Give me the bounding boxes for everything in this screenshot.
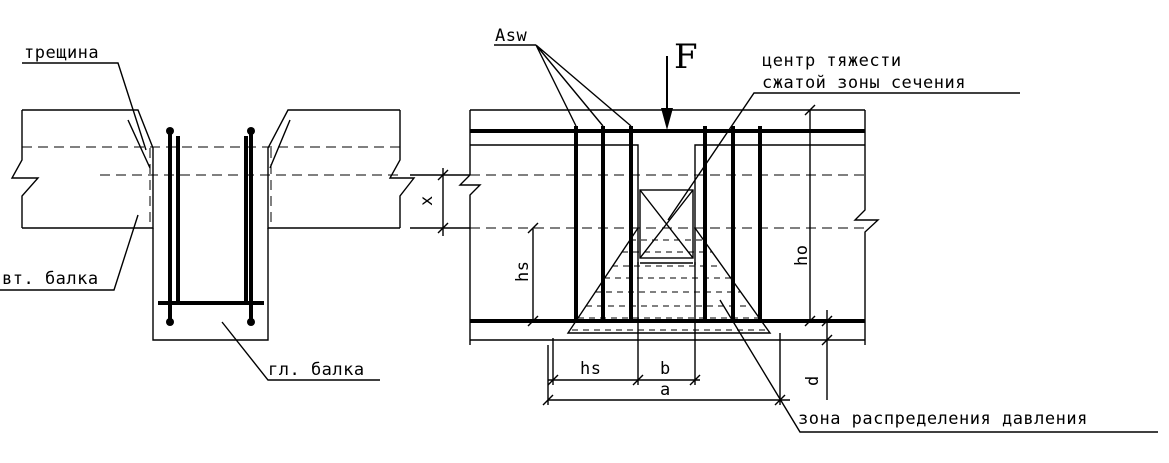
secondary-beam-outline-right: [267, 109, 416, 229]
label-dim-h0: ho: [792, 245, 812, 266]
crack-line-left: [127, 119, 151, 169]
secondary-beam-outline: [10, 109, 154, 229]
rebar-dot-bl: [166, 318, 174, 326]
dimension-bottom: [542, 262, 790, 406]
rebar-dot-tl: [166, 127, 174, 135]
break-line-left: [458, 110, 482, 228]
left-section-view: [0, 62, 416, 381]
pressure-hatching: [572, 239, 766, 331]
leader-centroid: [667, 92, 1020, 221]
force-arrow-head: [661, 108, 673, 130]
label-dim-d: d: [803, 375, 823, 386]
right-elevation-view: [410, 44, 1158, 433]
load-plate: [639, 189, 694, 259]
label-crack: трещина: [24, 43, 99, 63]
rebar-dot-tr: [247, 127, 255, 135]
dimension-h0: [804, 104, 816, 327]
label-force: F: [674, 37, 698, 77]
pressure-distribution-zone: [566, 227, 772, 334]
label-dim-x: x: [417, 195, 437, 206]
break-line-right: [853, 110, 880, 345]
dimension-x: [410, 168, 470, 236]
label-dim-b: b: [660, 359, 671, 379]
dimension-d: [821, 310, 833, 400]
label-centroid-line2: сжатой зоны сечения: [762, 73, 966, 93]
flange-inner-edge: [470, 144, 865, 265]
label-asw: Asw: [495, 26, 527, 46]
label-centroid-line1: центр тяжести: [762, 51, 902, 71]
rebar-dot-br: [247, 318, 255, 326]
dimension-hs-vertical: [527, 222, 539, 327]
leader-pressure-zone: [719, 299, 1158, 433]
leader-asw: [494, 44, 632, 127]
label-main-beam: гл. балка: [268, 360, 365, 380]
label-secondary-beam: вт. балка: [2, 269, 99, 289]
crack-line-right: [269, 119, 291, 169]
main-beam-outline: [152, 228, 269, 341]
leader-main-beam: [221, 321, 380, 381]
leader-crack: [22, 62, 147, 151]
label-pressure-zone: зона распределения давления: [798, 409, 1088, 429]
label-dim-a: a: [660, 380, 671, 400]
leader-secondary-beam: [0, 214, 139, 291]
label-dim-hs-vertical: hs: [513, 261, 533, 282]
load-plate-cross: [639, 189, 694, 259]
label-dim-hs: hs: [580, 359, 601, 379]
